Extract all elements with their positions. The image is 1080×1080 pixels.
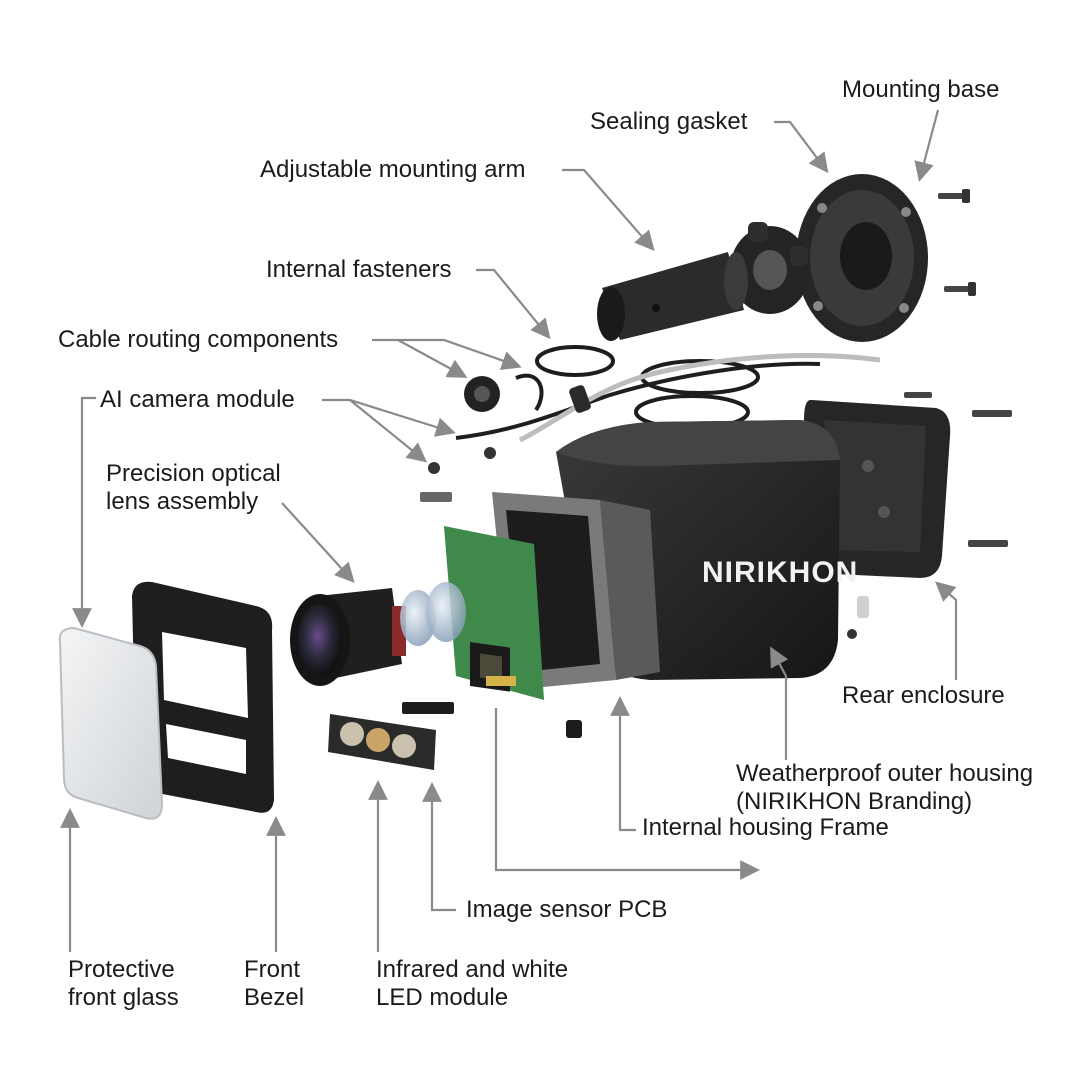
label-precision-optical-lens-assembly: Precision optical lens assembly	[106, 460, 281, 516]
label-ai-camera-module: AI camera module	[100, 386, 295, 413]
label-led-line-1: Infrared and white	[376, 956, 569, 983]
image-sensor-pcb-part	[444, 526, 544, 700]
label-cable-routing-components: Cable routing components	[58, 326, 339, 353]
label-internal-housing-frame: Internal housing Frame	[642, 814, 889, 841]
label-internal-fasteners: Internal fasteners	[266, 256, 452, 283]
label-adjustable-mounting-arm: Adjustable mounting arm	[260, 156, 526, 183]
label-infrared-white-led-module: Infrared and white LED module	[376, 956, 568, 1012]
housing-brand-text: NIRIKHON	[702, 556, 858, 589]
front-glass-part	[58, 626, 164, 820]
arm-knob	[730, 222, 810, 314]
label-weatherproof-outer-housing: Weatherproof outer housing (NIRIKHON Bra…	[736, 760, 1033, 816]
label-protective-line-2: front glass	[68, 984, 179, 1011]
label-precision-optical-lens-line-1: Precision optical	[106, 460, 281, 487]
label-mounting-base: Mounting base	[842, 76, 1000, 103]
label-led-line-2: LED module	[376, 984, 509, 1011]
label-weatherproof-line-2: (NIRIKHON Branding)	[736, 788, 973, 815]
mounting-base	[796, 174, 928, 342]
label-precision-optical-lens-line-2: lens assembly	[106, 488, 259, 515]
label-front-bezel-line-1: Front	[244, 956, 301, 983]
front-bezel-part	[132, 581, 274, 813]
label-image-sensor-pcb: Image sensor PCB	[466, 896, 668, 923]
small-fasteners	[420, 447, 869, 738]
leader-lines	[60, 109, 958, 952]
label-sealing-gasket: Sealing gasket	[590, 108, 748, 135]
led-module-part	[328, 702, 454, 770]
rear-screws	[904, 392, 1012, 547]
label-front-bezel: Front Bezel	[244, 956, 304, 1012]
cable-routing	[455, 353, 881, 443]
label-protective-front-glass: Protective front glass	[68, 956, 179, 1012]
label-front-bezel-line-2: Bezel	[244, 984, 305, 1011]
adjustable-mounting-arm	[597, 252, 748, 341]
rear-enclosure	[804, 399, 951, 578]
label-weatherproof-line-1: Weatherproof outer housing	[736, 760, 1034, 787]
mounting-screws	[938, 189, 976, 296]
optical-lens-assembly	[290, 582, 466, 686]
label-protective-line-1: Protective	[68, 956, 175, 983]
label-rear-enclosure: Rear enclosure	[842, 682, 1005, 709]
